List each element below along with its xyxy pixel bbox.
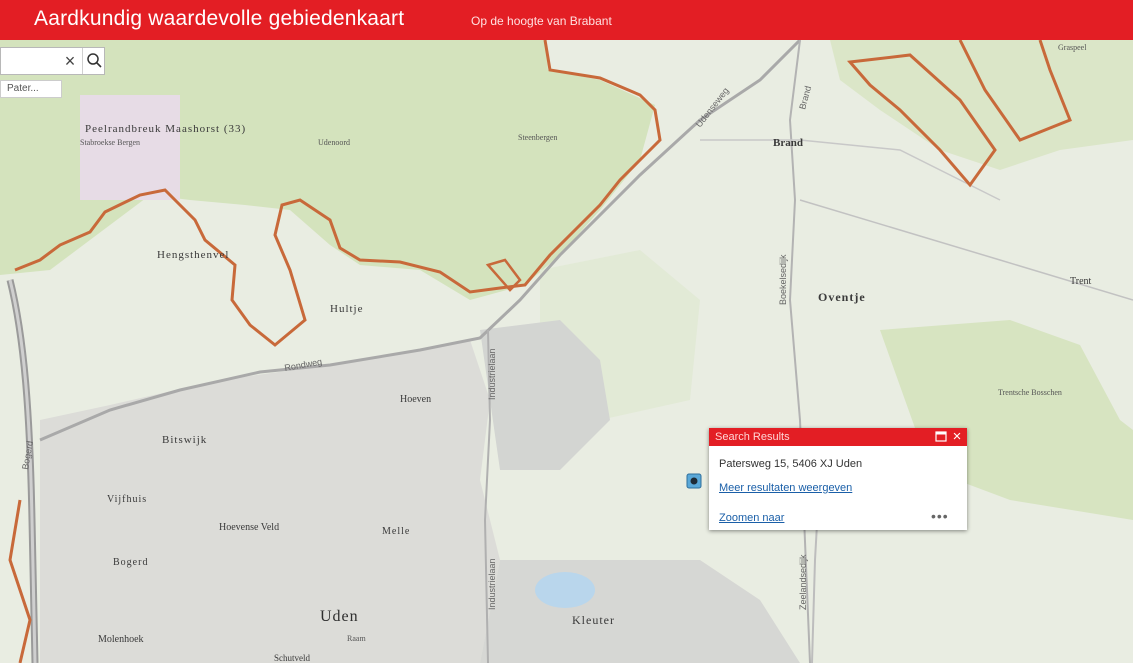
close-icon[interactable]: × — [952, 428, 962, 445]
clear-icon[interactable]: × — [64, 51, 76, 71]
map-label-steenbergen: Steenbergen — [518, 133, 557, 142]
map-label-udenoord: Udenoord — [318, 138, 350, 147]
popup-title: Search Results — [715, 431, 790, 443]
map-label-hengsthenvel: Hengsthenvel — [157, 249, 229, 261]
map-label-hultje: Hultje — [330, 303, 364, 315]
lake — [535, 572, 595, 608]
search-input[interactable] — [1, 48, 65, 74]
road-label-bogerd: Bogerd — [20, 440, 35, 470]
more-results-link[interactable]: Meer resultaten weergeven — [719, 482, 853, 494]
search-icon — [87, 53, 102, 68]
map-label-stabroek: Stabroekse Bergen — [80, 138, 140, 147]
result-address: Patersweg 15, 5406 XJ Uden — [719, 458, 863, 470]
map-label-brand: Brand — [773, 137, 803, 149]
map-label-graspeel: Graspeel — [1058, 43, 1087, 52]
map-label-oventje: Oventje — [818, 290, 866, 304]
map-label-schutveld: Schutveld — [274, 653, 310, 663]
app-title: Aardkundig waardevolle gebiedenkaart — [34, 7, 405, 30]
map-label-hoeven: Hoeven — [400, 394, 431, 405]
app-header: Aardkundig waardevolle gebiedenkaart Op … — [0, 0, 1133, 40]
map-label-melle: Melle — [382, 526, 410, 537]
forest-area-east — [830, 40, 1133, 170]
map-label-raam: Raam — [347, 634, 366, 643]
location-marker-icon[interactable] — [686, 473, 702, 489]
industrial-area — [480, 320, 610, 470]
geological-boundary-west — [8, 499, 32, 663]
map-label-bogerd: Bogerd — [113, 557, 148, 568]
search-button[interactable] — [82, 48, 106, 74]
highway-a50-lane — [8, 279, 37, 663]
road-label-boekelsedijk: Boekelsedijk — [778, 254, 788, 305]
heath-area — [80, 95, 180, 200]
geological-boundary-north — [14, 40, 662, 347]
app-subtitle: Op de hoogte van Brabant — [471, 14, 612, 28]
geological-boundary-small — [485, 258, 522, 292]
map-label-molenhoek: Molenhoek — [98, 634, 144, 645]
map-label-uden: Uden — [320, 608, 359, 625]
map-canvas[interactable]: Peelrandbreuk Maashorst (33) Stabroekse … — [0, 40, 1133, 663]
map-label-bitswijk: Bitswijk — [162, 434, 207, 446]
search-results-popup: Search Results × Patersweg 15, 5406 XJ U… — [709, 428, 967, 530]
popup-header: Search Results × — [709, 428, 967, 446]
road-label-industrielaan-2: Industrielaan — [487, 558, 497, 610]
search-widget: × — [0, 47, 105, 75]
geological-boundary-east-1 — [847, 53, 997, 188]
road-rondweg — [39, 40, 802, 442]
road-industrielaan — [483, 329, 492, 663]
more-options-icon[interactable]: ••• — [931, 508, 949, 524]
map-label-kleuter: Kleuter — [572, 613, 615, 627]
search-suggestion[interactable]: Pater... — [0, 80, 62, 98]
map-label-trent: Trent — [1070, 276, 1092, 287]
urban-area-uden — [40, 340, 500, 663]
zoom-to-link[interactable]: Zoomen naar — [719, 512, 785, 524]
map-label-hoevense-veld: Hoevense Veld — [219, 522, 279, 533]
map-label-vijfhuis: Vijfhuis — [107, 494, 147, 505]
maximize-icon[interactable] — [935, 431, 947, 443]
geological-boundary-east-2 — [958, 40, 1072, 142]
map-label-trentsche-bosschen: Trentsche Bosschen — [998, 388, 1062, 397]
road-east-2 — [700, 139, 1001, 201]
road-label-zeelandsedijk: Zeelandsedijk — [798, 554, 808, 610]
map-label-peelrandbreuk: Peelrandbreuk Maashorst (33) — [85, 123, 246, 135]
road-east — [799, 199, 1133, 301]
road-label-industrielaan: Industrielaan — [487, 348, 497, 400]
